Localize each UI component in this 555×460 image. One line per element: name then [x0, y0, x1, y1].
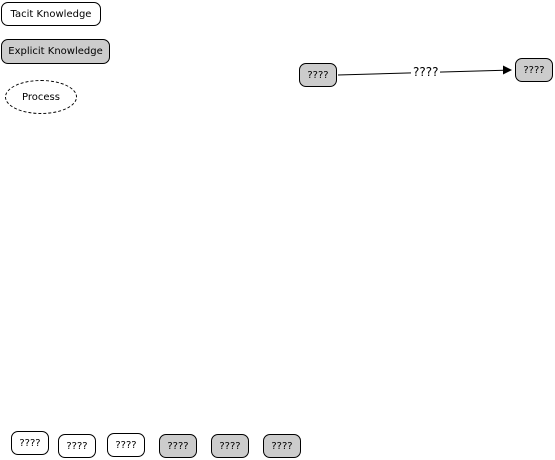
legend-explicit-knowledge[interactable]: Explicit Knowledge — [1, 39, 110, 64]
edge-label[interactable]: ???? — [411, 65, 441, 79]
diagram-node-source[interactable]: ???? — [299, 63, 337, 87]
diagram-node-target[interactable]: ???? — [515, 58, 553, 82]
palette-item-tacit-1[interactable]: ???? — [11, 431, 49, 455]
palette-item-explicit-2[interactable]: ???? — [211, 434, 249, 458]
palette-item-explicit-3[interactable]: ???? — [263, 434, 301, 458]
legend-process[interactable]: Process — [5, 80, 77, 114]
edge-arrowhead — [503, 65, 512, 75]
palette-item-explicit-1[interactable]: ???? — [159, 434, 197, 458]
legend-tacit-knowledge[interactable]: Tacit Knowledge — [1, 2, 101, 26]
palette-item-tacit-2[interactable]: ???? — [58, 434, 96, 458]
palette-item-tacit-3[interactable]: ???? — [107, 433, 145, 457]
